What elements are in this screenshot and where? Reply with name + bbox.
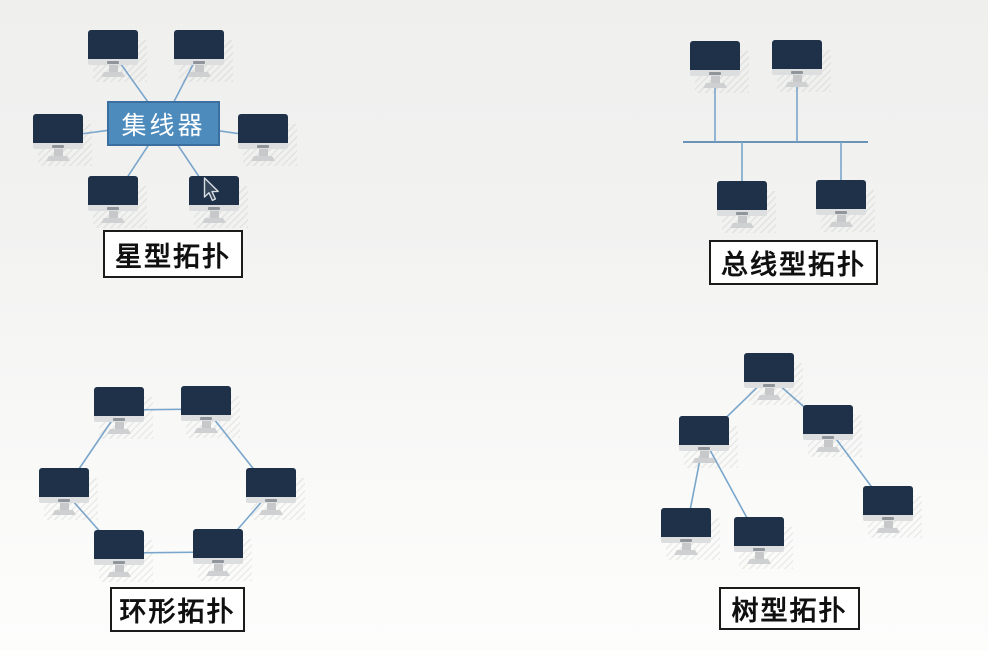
hub-box: 集线器 <box>107 101 220 146</box>
tree-computer-icon-root <box>744 353 803 405</box>
star-computer-icon-4 <box>238 114 297 166</box>
mouse-cursor-icon <box>203 177 219 202</box>
star-topology-caption: 星型拓扑 <box>103 230 243 278</box>
bus-computer-icon-2 <box>772 40 831 92</box>
tree-topology-caption: 树型拓扑 <box>719 587 860 630</box>
tree-computer-icon-mid-right <box>803 405 862 457</box>
bus-topology-label: 总线型拓扑 <box>721 250 866 280</box>
ring-computer-icon-1 <box>94 387 153 439</box>
tree-computer-icon-leaf-2 <box>734 517 793 569</box>
star-computer-icon-3 <box>33 114 92 166</box>
star-topology-label: 星型拓扑 <box>115 241 231 272</box>
ring-computer-icon-5 <box>94 530 153 582</box>
hub-label: 集线器 <box>121 110 206 140</box>
tree-computer-icon-leaf-3 <box>863 486 922 538</box>
tree-computer-icon-mid-left <box>679 416 738 468</box>
bus-computer-icon-1 <box>690 41 749 93</box>
tree-topology-label: 树型拓扑 <box>731 596 848 626</box>
ring-computer-icon-3 <box>39 468 98 520</box>
bus-computer-icon-3 <box>717 181 776 233</box>
ring-computer-icon-4 <box>246 468 305 520</box>
ring-computer-icon-6 <box>193 529 252 581</box>
star-computer-icon-2 <box>174 30 233 82</box>
ring-topology-label: 环形拓扑 <box>119 597 236 627</box>
ring-topology-caption: 环形拓扑 <box>110 587 245 632</box>
tree-computer-icon-leaf-1 <box>661 508 720 560</box>
bus-topology-caption: 总线型拓扑 <box>709 240 878 285</box>
ring-computer-icon-2 <box>181 386 240 438</box>
star-computer-icon-1 <box>88 30 147 82</box>
star-computer-icon-5 <box>88 176 147 228</box>
bus-computer-icon-4 <box>816 180 875 232</box>
